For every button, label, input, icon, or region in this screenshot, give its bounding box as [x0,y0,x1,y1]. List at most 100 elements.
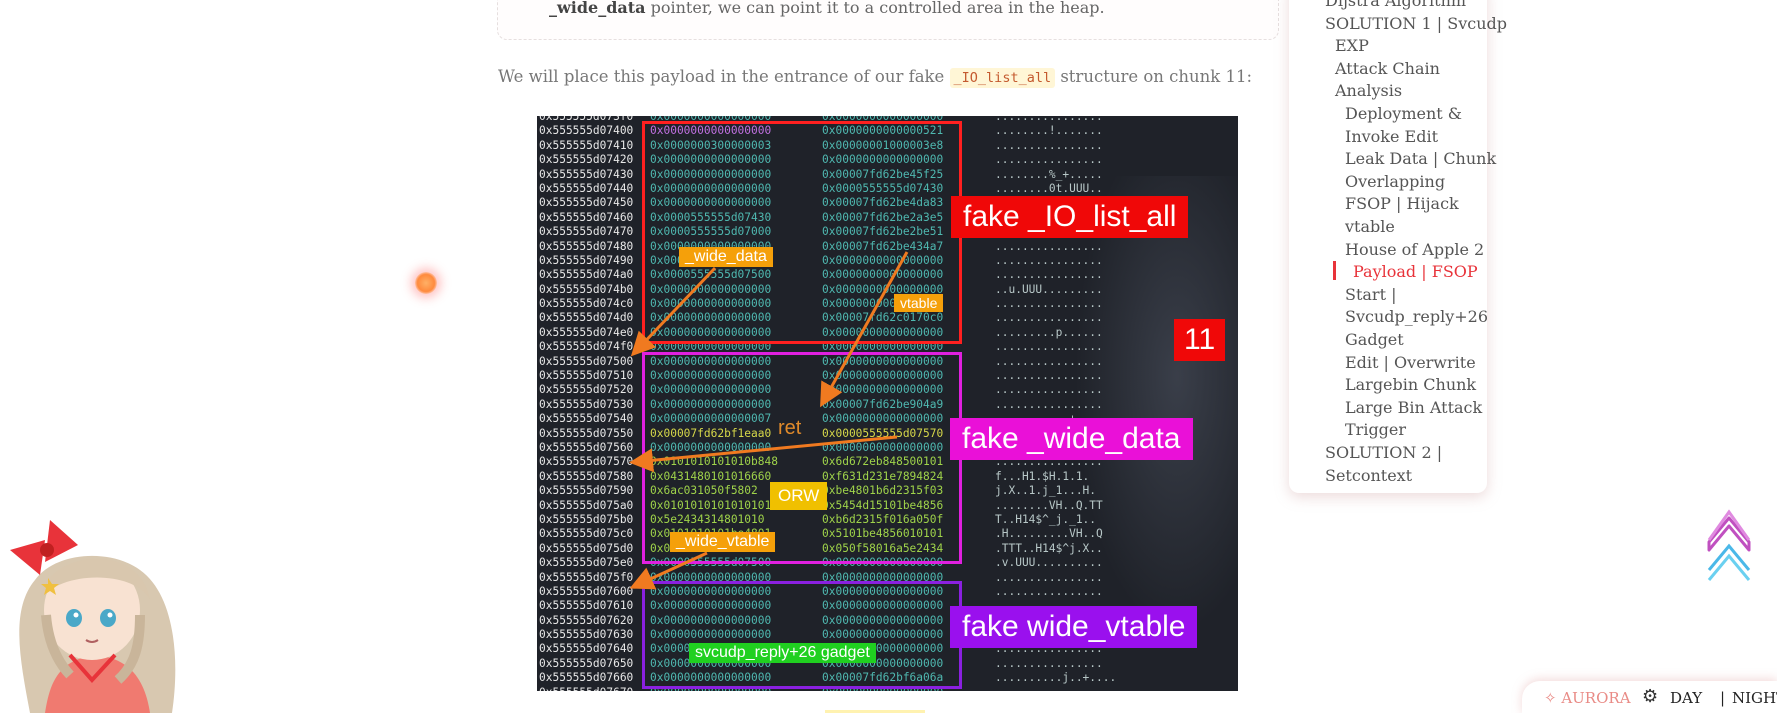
label-fake-wide-data: fake _wide_data [950,418,1193,460]
heap-address: 0x555555d07660 [539,671,634,685]
toc-item[interactable]: Edit | Overwrite [1345,352,1476,372]
toc-item[interactable]: Attack Chain [1335,58,1440,78]
night-mode-link[interactable]: NIGHT [1732,689,1777,707]
toc-item[interactable]: Payload | FSOP [1353,262,1478,282]
heap-address: 0x555555d074a0 [539,268,634,282]
heap-address: 0x555555d07550 [539,426,634,440]
heap-ascii: ................ [995,253,1103,267]
heap-ascii: ........!....... [995,124,1103,138]
toc-active-indicator [1333,261,1336,280]
toc-item[interactable]: Analysis [1335,81,1403,101]
heap-address: 0x555555d07570 [539,455,634,469]
toc-item[interactable]: Gadget [1345,330,1404,349]
blockquote-text: _wide_data pointer, we can point it to a… [549,0,1105,17]
arrow-wide-vtable [629,551,708,590]
blockquote-bold: _wide_data [549,0,646,17]
para-text-after: structure on chunk 11: [1055,67,1253,86]
toc-item[interactable]: SOLUTION 1 | Svcudp [1325,13,1507,33]
heap-address: 0x555555d074d0 [539,311,634,325]
toc-item[interactable]: Overlapping [1345,171,1446,191]
heap-ascii: ................ [995,383,1103,397]
toc-item[interactable]: Leak Data | Chunk [1345,149,1497,169]
heap-address: 0x555555d07430 [539,167,634,181]
heap-address: 0x555555d075c0 [539,527,634,541]
heap-qword: 0xbe4801b6d2315f03 [822,484,944,498]
toc-item[interactable]: EXP [1335,36,1369,56]
heap-ascii: ................ [995,138,1103,152]
gear-icon[interactable]: ⚙ [1642,686,1659,707]
heap-address: 0x555555d074e0 [539,325,634,339]
heap-qword: 0x0000000000000000 [822,369,944,383]
toc-item[interactable]: SOLUTION 2 | [1325,443,1443,462]
day-mode-link[interactable]: DAY [1670,689,1703,707]
heap-address: 0x555555d07410 [539,138,634,152]
toc-item[interactable]: Setcontext [1325,465,1413,485]
toc-item[interactable]: FSOP | Hijack [1345,194,1459,214]
toc-item[interactable]: Largebin Chunk [1345,375,1477,395]
heap-qword: 0x0000000000000000 [650,671,772,685]
toc-item[interactable]: Svcudp_reply+26 [1345,307,1489,327]
toc-item[interactable]: Invoke Edit [1345,126,1439,146]
toc-item[interactable]: Large Bin Attack [1345,397,1483,417]
anime-mascot-image [10,520,176,713]
heap-ascii: .H.........VH..Q [995,527,1103,541]
heap-qword: 0x0000000000000000 [650,628,772,642]
theme-switcher: ✧ AURORA ⚙ DAY | NIGHT [1522,681,1777,713]
heap-qword: 0x0000000000000000 [822,153,944,167]
toc-item[interactable]: vtable [1345,217,1395,236]
heap-address: 0x555555d07560 [539,440,634,454]
heap-qword: 0x0000000000000000 [650,383,772,397]
heap-address: 0x555555d07620 [539,613,634,627]
heap-qword: 0x0000000000000000 [822,440,944,454]
heap-address: 0x555555d07420 [539,153,634,167]
heap-address: 0x555555d074b0 [539,282,634,296]
heap-qword: 0x0000000300000003 [650,138,772,152]
heap-qword: 0x0000000000000000 [822,354,944,368]
label-fake-wide-vtable: fake wide_vtable [950,606,1198,648]
toc-item[interactable]: Deployment & [1345,104,1463,123]
heap-qword: 0x0000000000000000 [650,599,772,613]
heap-qword: 0x00007fd62bf1eaa0 [650,426,772,440]
heap-ascii: ........VH..Q.TT [995,498,1103,512]
heap-ascii: T..H14$^_j._1.. [995,512,1097,526]
heap-address: 0x555555d075f0 [539,570,634,584]
heap-ascii: ................ [995,239,1103,253]
tag-vtable: vtable [894,294,944,312]
heap-address: 0x555555d075a0 [539,498,634,512]
aurora-theme-link[interactable]: ✧ AURORA [1544,689,1631,707]
pointer-arrows [629,251,909,590]
cursor-glow-dot [415,272,437,294]
heap-ascii: ................ [995,340,1103,354]
heap-qword: 0x5101be4856010101 [822,527,944,541]
toc-item[interactable]: Trigger [1345,420,1407,440]
heap-address: 0x555555d07450 [539,196,634,210]
toc-item[interactable]: House of Apple 2 [1345,239,1485,259]
heap-address: 0x555555d073f0 [539,116,634,123]
heap-qword: 0x0000000000000000 [822,268,944,282]
heap-address: 0x555555d07460 [539,210,634,224]
heap-qword: 0x0000000000000000 [650,369,772,383]
para-text-before: We will place this payload in the entran… [498,67,950,86]
tag-ret: ret [778,417,802,439]
heap-address: 0x555555d07540 [539,412,634,426]
heap-qword: 0x00007fd62be2be51 [822,225,944,239]
heap-qword: 0x0000000000000000 [822,613,944,627]
heap-ascii: ..u.UUU......... [995,282,1103,296]
heap-qword: 0x00007fd62bf6a06a [822,671,944,685]
heap-address: 0x555555d07630 [539,628,634,642]
toc-item[interactable]: Dijstra Algorithm [1325,0,1467,10]
heap-ascii: ................ [995,570,1103,584]
toc-item[interactable]: Start | [1345,284,1397,304]
back-to-top-icon[interactable] [1705,494,1753,590]
heap-address: 0x555555d07480 [539,239,634,253]
inline-code-io-list-all: _IO_list_all [949,68,1056,88]
heap-qword: 0x0101010101010101 [650,498,772,512]
heap-qword: 0x0000000000000000 [650,297,772,311]
heap-qword: 0x00007fd62c0170c0 [822,311,944,325]
heap-ascii: ................ [995,584,1103,598]
heap-qword: 0x6d672eb848500101 [822,455,944,469]
heap-qword: 0x0000000000000000 [650,354,772,368]
heap-ascii: ................ [995,354,1103,368]
